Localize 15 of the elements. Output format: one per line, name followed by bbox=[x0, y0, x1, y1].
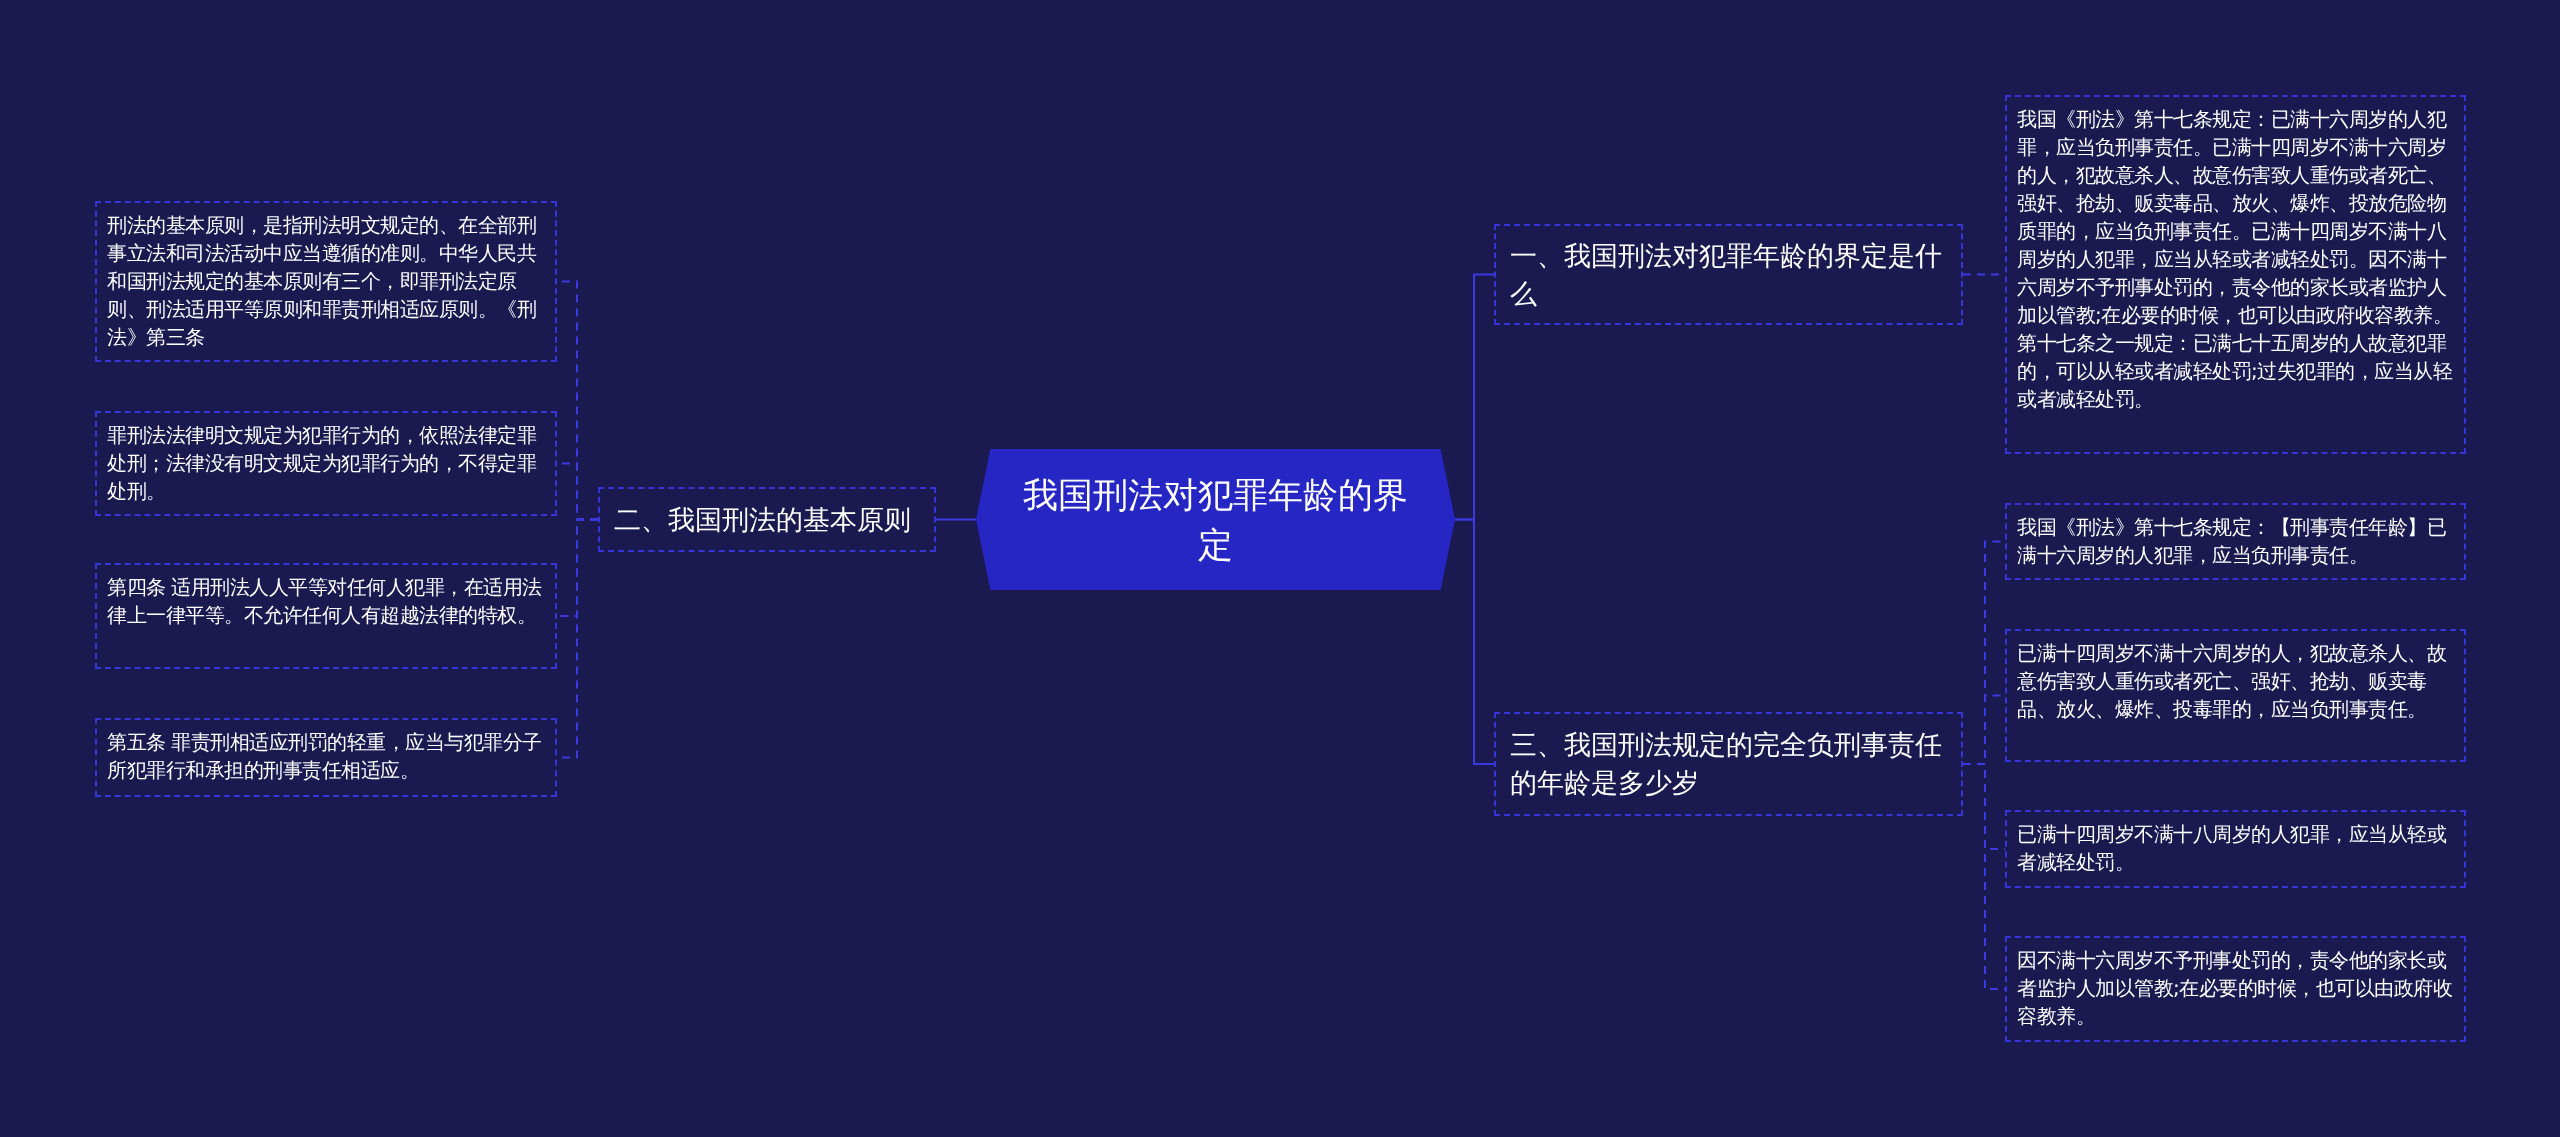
text-box: 因不满十六周岁不予刑事处罚的，责令他的家长或者监护人加以管教;在必要的时候，也可以由政府收容教养。 bbox=[2005, 936, 2466, 1042]
text-box: 罪刑法法律明文规定为犯罪行为的，依照法律定罪处刑；法律没有明文规定为犯罪行为的，不得定罪处刑。 bbox=[95, 411, 557, 516]
connector-line bbox=[1454, 518, 1495, 765]
text-box: 第五条 罪责刑相适应刑罚的轻重，应当与犯罪分子所犯罪行和承担的刑事责任相适应。 bbox=[95, 718, 557, 797]
text-box: 我国《刑法》第十七条规定：【刑事责任年龄】已满十六周岁的人犯罪，应当负刑事责任。 bbox=[2005, 503, 2466, 580]
connector-line bbox=[935, 518, 977, 521]
text-box: 刑法的基本原则，是指刑法明文规定的、在全部刑事立法和司法活动中应当遵循的准则。中华人民共和国刑法规定的基本原则有三个，即罪刑法定原则、刑法适用平等原则和罪责刑相适应原则。《刑法》第三条 bbox=[95, 201, 557, 362]
text-box: 已满十四周岁不满十八周岁的人犯罪，应当从轻或者减轻处罚。 bbox=[2005, 810, 2466, 888]
text-box: 第四条 适用刑法人人平等对任何人犯罪，在适用法律上一律平等。不允许任何人有超越法律的特权。 bbox=[95, 563, 557, 669]
topic-box: 一、我国刑法对犯罪年龄的界定是什么 bbox=[1494, 224, 1963, 325]
topic-box: 三、我国刑法规定的完全负刑事责任的年龄是多少岁 bbox=[1494, 712, 1963, 816]
text-box: 已满十四周岁不满十六周岁的人，犯故意杀人、故意伤害致人重伤或者死亡、强奸、抢劫、贩卖毒品、放火、爆炸、投毒罪的，应当负刑事责任。 bbox=[2005, 629, 2466, 762]
text-box: 我国《刑法》第十七条规定：已满十六周岁的人犯罪，应当负刑事责任。已满十四周岁不满十六周岁的人，犯故意杀人、故意伤害致人重伤或者死亡、强奸、抢劫、贩卖毒品、放火、爆炸、投放危险物质罪的，应当负刑事责任。已满十四周岁不满十八周岁的人犯罪，应当从轻或者减轻处罚。因不满十六周岁不予刑事处罚的，责令他的家长或者监护人加以管教;在必要的时候，也可以由政府收容教养。第十七条之一规定：已满七十五周岁的人故意犯罪的，可以从轻或者减轻处罚;过失犯罪的，应当从轻或者减轻处罚。 bbox=[2005, 95, 2466, 454]
connector-line bbox=[1962, 763, 2006, 990]
topic-box: 二、我国刑法的基本原则 bbox=[598, 487, 936, 552]
